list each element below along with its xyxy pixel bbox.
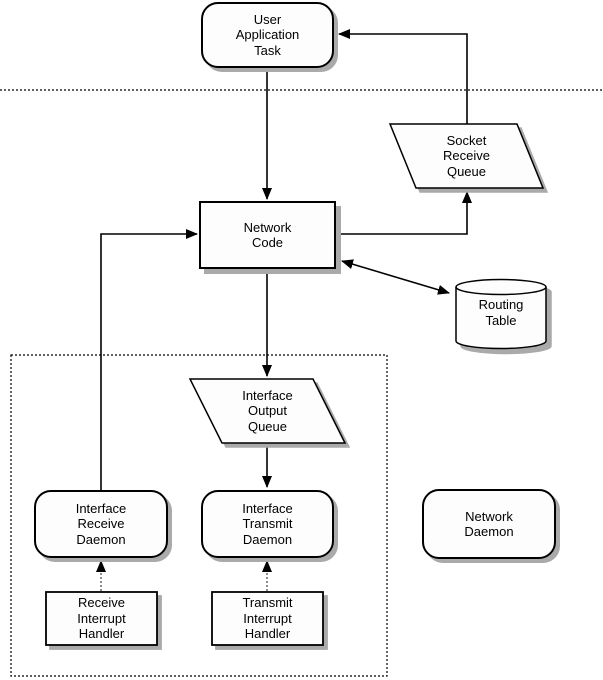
- socket-receive-queue-node: [388, 123, 549, 193]
- interface-receive-daemon-node: [34, 490, 172, 562]
- network-daemon-node: [422, 489, 560, 563]
- edge-receive-daemon-to-network-code: [100, 229, 198, 491]
- edge-network-code-routing-table-bidirectional: [341, 259, 450, 295]
- edge-socket-queue-to-app: [338, 29, 468, 124]
- network-code-node: [199, 201, 341, 274]
- transmit-interrupt-handler-node: [211, 591, 328, 650]
- user-application-task-node: [201, 2, 338, 72]
- interface-transmit-daemon-node: [201, 490, 338, 562]
- edge-network-code-to-socket-queue: [335, 191, 472, 235]
- routing-table-node: [455, 278, 552, 355]
- driver-region-dotted-box: [10, 354, 388, 677]
- receive-interrupt-handler-node: [45, 591, 162, 650]
- interface-output-queue-node: [188, 378, 351, 448]
